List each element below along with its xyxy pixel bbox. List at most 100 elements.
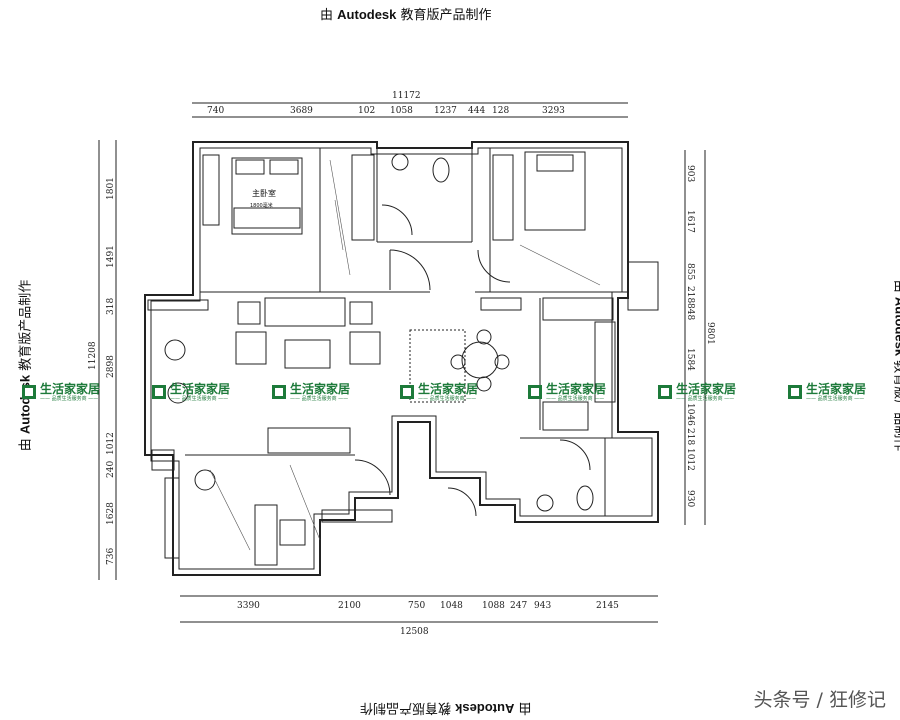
dim-bottom-5: 1088: [482, 601, 505, 611]
basin-1: [391, 153, 409, 171]
master-bed: [231, 157, 303, 235]
dim-right-8: 218: [685, 428, 695, 445]
watermark-logo: 生活家家居—— 品质生活服务商 ——: [22, 377, 100, 407]
dim-bottom-1: 3390: [237, 601, 260, 611]
cabinet: [151, 449, 175, 471]
door-arc-5: [559, 439, 591, 471]
logo-square-icon: [400, 385, 414, 399]
toilet-1: [432, 157, 450, 183]
bed-blanket: [233, 207, 301, 229]
study-chair: [194, 469, 216, 491]
dim-right-2: 1617: [685, 210, 695, 233]
dim-right-5: 848: [685, 303, 695, 320]
window-4: [480, 297, 522, 311]
watermark-logo: 生活家家居—— 品质生活服务商 ——: [272, 377, 350, 407]
kitchen-counter-side: [594, 321, 616, 403]
dim-top-3: 102: [358, 106, 375, 116]
dim-left-7: 1628: [106, 502, 116, 525]
logo-square-icon: [528, 385, 542, 399]
pillow-1: [235, 159, 265, 175]
dim-left-1: 1801: [106, 177, 116, 200]
dim-right-overall: 9801: [705, 322, 715, 345]
bookshelf: [254, 504, 278, 566]
dim-bottom-8: 2145: [596, 601, 619, 611]
window-bay: [627, 261, 659, 311]
dim-left-8: 736: [106, 548, 116, 565]
toilet-2: [576, 485, 594, 511]
balcony-chair-1: [164, 339, 186, 361]
logo-square-icon: [658, 385, 672, 399]
dim-top-overall: 11172: [392, 91, 421, 101]
dim-top-6: 444: [468, 106, 485, 116]
door-arc-1: [389, 249, 431, 291]
door-arc-6: [447, 487, 477, 517]
kitchen-counter-top: [542, 297, 614, 321]
pillow-2: [269, 159, 299, 175]
dim-top-5: 1237: [434, 106, 457, 116]
wardrobe-2: [492, 154, 514, 241]
side-table-2: [349, 301, 373, 325]
fridge: [542, 401, 589, 431]
left-segments: 1801 1491 318 2898 1012 240 1628 736: [106, 177, 116, 565]
door-arc-4: [354, 459, 391, 496]
watermark-logo: 生活家家居—— 品质生活服务商 ——: [400, 377, 478, 407]
inner-wall: [150, 147, 653, 570]
dim-right-9: 1012: [685, 448, 695, 471]
study-armchair: [279, 519, 306, 546]
sofa: [264, 297, 346, 327]
right-segments: 903 1617 855 218 848 1584 1046 218 1012 …: [685, 165, 695, 507]
window-1: [202, 154, 220, 226]
dim-right-7: 1046: [685, 403, 695, 426]
window-3: [164, 477, 180, 559]
dim-bottom-3: 750: [408, 601, 425, 611]
dim-left-overall: 11208: [88, 341, 98, 370]
dim-bottom-6: 247: [510, 601, 527, 611]
autodesk-stamp-top: 由 Autodesk 教育版产品制作: [320, 7, 492, 23]
dim-left-6: 240: [106, 461, 116, 478]
dim-top-4: 1058: [390, 106, 413, 116]
study-desk: [321, 509, 393, 523]
balcony-chair-2: [167, 382, 189, 404]
watermark-logo: 生活家家居—— 品质生活服务商 ——: [152, 377, 230, 407]
armchair-2: [349, 331, 381, 365]
dim-right-4: 218: [685, 286, 695, 303]
wardrobe-1: [351, 154, 375, 241]
logo-square-icon: [272, 385, 286, 399]
dim-left-3: 318: [106, 298, 116, 315]
dining-table: [461, 341, 499, 379]
watermark-logo: 生活家家居—— 品质生活服务商 ——: [658, 377, 736, 407]
dim-bottom-2: 2100: [338, 601, 361, 611]
dim-right-1: 903: [685, 165, 695, 182]
dim-left-5: 1012: [106, 432, 116, 455]
dim-right-3: 855: [685, 263, 695, 280]
logo-square-icon: [22, 385, 36, 399]
dim-top-1: 740: [207, 106, 224, 116]
bottom-segments: 3390 2100 750 1048 1088 247 943 2145: [237, 601, 619, 611]
second-bed: [524, 151, 586, 231]
watermark-logo: 生活家家居—— 品质生活服务商 ——: [528, 377, 606, 407]
side-table-1: [237, 301, 261, 325]
tv-cabinet: [267, 427, 351, 454]
bed-size-label: 1800毫米: [250, 202, 273, 209]
dim-right-6: 1584: [685, 348, 695, 371]
dim-top-7: 128: [492, 106, 509, 116]
dim-left-4: 2898: [106, 355, 116, 378]
dim-top-8: 3293: [542, 106, 565, 116]
dim-bottom-overall: 12508: [400, 627, 429, 637]
dim-right-10: 930: [685, 490, 695, 507]
logo-square-icon: [152, 385, 166, 399]
watermark-logo: 生活家家居—— 品质生活服务商 ——: [788, 377, 866, 407]
top-segments: 740 3689 102 1058 1237 444 128 3293: [207, 106, 565, 116]
armchair-1: [235, 331, 267, 365]
basin-2: [536, 494, 554, 512]
pillow-3: [536, 154, 574, 172]
outer-wall: [144, 141, 659, 576]
door-arc-2: [477, 249, 511, 283]
dining-rug: [409, 329, 466, 403]
dim-top-2: 3689: [290, 106, 313, 116]
coffee-table: [284, 339, 331, 369]
dim-bottom-7: 943: [534, 601, 551, 611]
dim-bottom-4: 1048: [440, 601, 463, 611]
logo-square-icon: [788, 385, 802, 399]
